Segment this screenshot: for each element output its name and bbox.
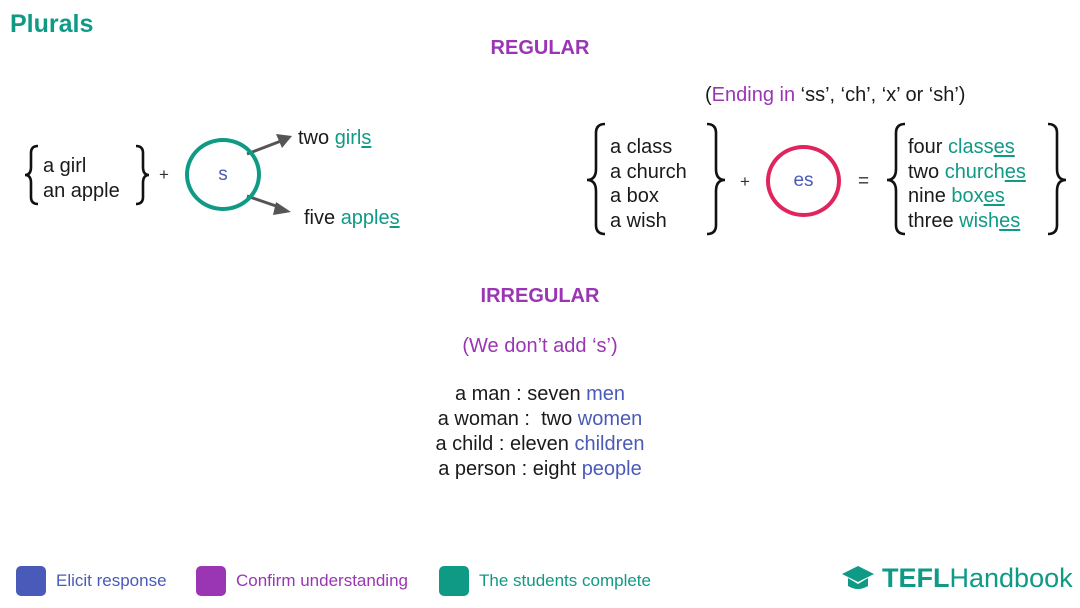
graduation-cap-icon [842,566,874,589]
output-ending: s [361,127,372,149]
s-output-girls: two girls [298,126,371,151]
legend-label: Elicit response [56,571,167,590]
output-ending: s [389,207,400,229]
ending-note-rest: ‘ss’, ‘ch’, ‘x’ or ‘sh’) [795,84,966,106]
legend-label: The students complete [479,571,651,590]
es-output-item: three wishes [908,209,1026,234]
s-input-right-brace [135,144,150,206]
irregular-plural: women [577,408,643,430]
irregular-heading: IRREGULAR [480,285,600,307]
s-plus-sign: + [159,165,169,184]
irregular-pair: a man : seven men [340,382,740,407]
es-input-list: a class a church a box a wish [610,135,687,233]
ending-note-highlight: Ending in [711,84,796,106]
s-input-list: a girl an apple [43,154,120,203]
legend-item-students: The students complete [439,566,651,596]
es-output-item: two churches [908,160,1026,185]
irregular-plural: people [581,458,642,480]
output-ending: es [983,185,1005,207]
irregular-note: (We don’t add ‘s’) [462,335,618,357]
es-equals-sign: = [858,171,870,192]
arrow-head-apples [273,202,291,215]
es-input-left-brace [586,122,606,236]
output-ending: es [1004,160,1026,183]
irregular-singular: a man : seven [454,383,587,405]
es-input-item: a church [610,160,687,183]
output-ending: es [993,136,1015,158]
s-suffix-circle: s [185,138,261,211]
legend-label: Confirm understanding [236,571,408,590]
output-prefix: two [298,127,335,149]
arrow-to-apples [246,194,280,209]
irregular-plural: children [574,433,645,455]
output-stem: apple [340,207,390,229]
s-output-apples: five apples [304,206,400,231]
output-stem: girl [334,127,362,149]
es-input-item: a box [610,185,659,207]
ending-note-open: ( [705,84,712,106]
output-stem: wish [959,209,1000,232]
regular-heading: REGULAR [490,37,590,59]
es-output-item: four classes [908,135,1026,160]
es-input-item: a wish [610,209,667,232]
output-prefix: two [908,160,945,183]
diagram-lines [24,122,1067,236]
es-output-left-brace [886,122,906,236]
irregular-list: a man : seven men a woman : two women a … [340,382,740,482]
output-stem: church [944,160,1005,183]
irregular-plural: men [586,383,626,405]
es-suffix-circle: es [766,145,841,217]
irregular-singular: a child : eleven [435,433,575,455]
legend-item-confirm: Confirm understanding [196,566,408,596]
irregular-pair: a person : eight people [340,457,740,482]
es-input-right-brace [706,122,726,236]
irregular-pair: a child : eleven children [340,432,740,457]
s-input-item: an apple [43,179,120,202]
legend-swatch-teal [439,566,469,596]
output-prefix: five [304,207,341,229]
arrow-head-girls [276,134,292,148]
legend-item-elicit: Elicit response [16,566,167,596]
logo-bold: TEFL [882,562,950,593]
tefl-handbook-logo: TEFLHandbook [840,560,1073,596]
logo-regular: Handbook [949,562,1073,593]
irregular-singular: a woman : two [437,408,578,430]
es-output-right-brace [1047,122,1067,236]
s-input-item: a girl [43,155,87,177]
output-prefix: four [908,136,949,158]
legend-swatch-purple [196,566,226,596]
irregular-singular: a person : eight [438,458,582,480]
output-prefix: three [908,209,960,232]
ending-note: (Ending in ‘ss’, ‘ch’, ‘x’ or ‘sh’) [705,83,965,108]
es-input-item: a class [610,136,673,158]
logo-text: TEFLHandbook [882,563,1073,594]
es-plus-sign: + [740,172,750,191]
legend-swatch-blue [16,566,46,596]
irregular-pair: a woman : two women [340,407,740,432]
output-ending: es [999,209,1021,232]
es-output-list: four classes two churches nine boxes thr… [908,135,1026,233]
output-stem: class [948,136,994,158]
output-prefix: nine [908,185,952,207]
output-stem: box [951,185,984,207]
es-output-item: nine boxes [908,184,1026,209]
page-title: Plurals [10,10,94,38]
s-input-left-brace [24,144,39,206]
